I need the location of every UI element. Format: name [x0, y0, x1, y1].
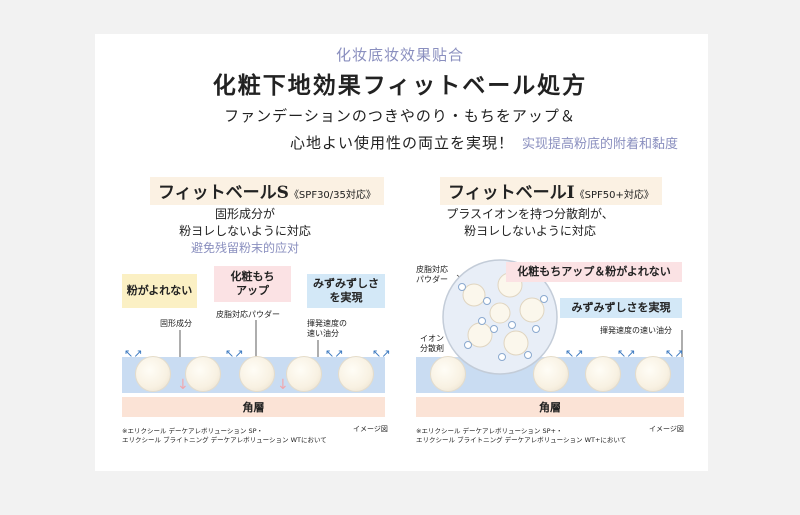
- right-label-powder-line-2: パウダー: [416, 275, 448, 284]
- left-footnote: ※エリクシール デーケアレボリューション SP・エリクシール ブライトニング デ…: [122, 427, 327, 445]
- left-title-text: フィットベールS: [158, 183, 289, 203]
- right-label-powder-line-1: 皮脂対応: [416, 265, 448, 274]
- left-particle: [240, 357, 274, 391]
- arrow-up-icon: ↖↗: [617, 347, 636, 360]
- left-footnote-line-2: エリクシール ブライトニング デーケアレボリューション WTにおいて: [122, 436, 327, 444]
- left-desc-chinese: 避免残留粉末的应对: [190, 241, 299, 255]
- right-desc-line-2: 粉ヨレしないように対応: [464, 224, 596, 238]
- left-particle: [136, 357, 170, 391]
- right-spf: 《SPF50+対応》: [574, 190, 654, 201]
- left-label-oil: 揮発速度の速い油分: [307, 319, 347, 339]
- arrow-down-icon: ↓: [277, 377, 289, 393]
- arrow-down-icon: ↓: [177, 377, 189, 393]
- right-particle: [431, 357, 465, 391]
- left-box-blue-line-2: を実現: [329, 291, 363, 304]
- right-description: プラスイオンを持つ分散剤が、 粉ヨレしないように対応: [440, 206, 620, 240]
- arrow-up-icon: ↖↗: [665, 347, 684, 360]
- left-particle: [287, 357, 321, 391]
- arrow-up-icon: ↖↗: [325, 347, 344, 360]
- left-box-pink-line-1: 化粧もち: [230, 270, 275, 283]
- page-title: 化粧下地効果フィットベール処方: [212, 72, 588, 99]
- left-label-powder: 皮脂対応パウダー: [216, 310, 280, 319]
- right-box-makeup-lasting: 化粧もちアップ＆粉がよれない: [506, 262, 682, 282]
- right-label-ion-line-1: イオン: [420, 334, 444, 343]
- right-particle: [586, 357, 620, 391]
- right-desc-line-1: プラスイオンを持つ分散剤が、: [446, 207, 614, 221]
- left-particle: [339, 357, 373, 391]
- right-particle: [534, 357, 568, 391]
- tagline-line-2-text: 心地よい使用性の両立を実現！: [290, 134, 515, 152]
- right-footnote-line-1: ※エリクシール デーケアレボリューション SP+・: [416, 427, 563, 435]
- left-box-blue-line-1: みずみずしさ: [313, 277, 379, 290]
- right-title-text: フィットベールⅠ: [448, 183, 575, 203]
- left-box-freshness: みずみずしさを実現: [307, 274, 385, 308]
- tagline-chinese: 实现提高粉底的附着和黏度: [522, 137, 679, 152]
- right-label-powder: 皮脂対応パウダー: [416, 265, 448, 285]
- chinese-subtitle: 化妆底妆效果贴合: [335, 46, 464, 64]
- left-desc-line-1: 固形成分が: [214, 207, 275, 221]
- left-label-oil-line-1: 揮発速度の: [307, 319, 347, 328]
- tagline-line-2: 心地よい使用性の両立を実現！ 实现提高粉底的附着和黏度: [290, 132, 678, 153]
- right-panel-title: フィットベールⅠ《SPF50+対応》: [440, 177, 662, 205]
- arrow-up-icon: ↖↗: [225, 347, 244, 360]
- left-box-no-powder-shift: 粉がよれない: [122, 274, 197, 308]
- arrow-up-icon: ↖↗: [565, 347, 584, 360]
- left-description: 固形成分が 粉ヨレしないように対応 避免残留粉末的应对: [170, 206, 320, 257]
- magnified-view: [442, 259, 558, 375]
- right-label-ion-line-2: 分散剤: [420, 344, 444, 353]
- right-label-oil: 揮発速度の速い油分: [600, 326, 672, 335]
- left-box-pink-line-2: アップ: [236, 284, 269, 297]
- right-skin-layer: 角層: [416, 397, 684, 417]
- arrow-up-icon: ↖↗: [124, 347, 143, 360]
- right-box-freshness: みずみずしさを実現: [560, 298, 682, 318]
- left-label-solid: 固形成分: [160, 319, 192, 328]
- right-footnote-line-2: エリクシール ブライトニング デーケアレボリューション WT+において: [416, 436, 627, 444]
- left-label-oil-line-2: 速い油分: [307, 329, 339, 338]
- left-spf: 《SPF30/35対応》: [288, 190, 376, 201]
- arrow-up-icon: ↖↗: [372, 347, 391, 360]
- right-image-label: イメージ図: [649, 425, 684, 433]
- left-particle: [186, 357, 220, 391]
- right-footnote: ※エリクシール デーケアレボリューション SP+・エリクシール ブライトニング …: [416, 427, 626, 445]
- right-label-ion: イオン分散剤: [420, 334, 444, 354]
- right-particle: [636, 357, 670, 391]
- left-desc-line-2: 粉ヨレしないように対応: [179, 224, 311, 238]
- left-footnote-line-1: ※エリクシール デーケアレボリューション SP・: [122, 427, 263, 435]
- left-skin-layer: 角層: [122, 397, 385, 417]
- left-box-makeup-lasting: 化粧もちアップ: [214, 266, 291, 302]
- left-panel-title: フィットベールS《SPF30/35対応》: [150, 177, 384, 205]
- left-image-label: イメージ図: [353, 425, 388, 433]
- tagline-line-1: ファンデーションのつきやのり・もちをアップ＆: [224, 107, 576, 125]
